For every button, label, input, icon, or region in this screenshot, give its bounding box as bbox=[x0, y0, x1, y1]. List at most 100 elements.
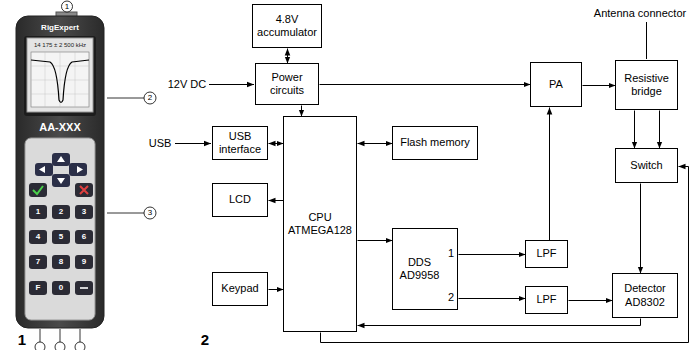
block-label: PA bbox=[549, 78, 563, 91]
connector-label: Antenna connector bbox=[594, 8, 686, 19]
keypad-panel bbox=[33, 186, 43, 194]
keypad-panel bbox=[25, 138, 95, 320]
block-label: Detector AD8302 bbox=[616, 282, 674, 308]
block-label: Flash memory bbox=[400, 136, 470, 149]
lcd-screen bbox=[27, 38, 93, 112]
keypad-panel bbox=[80, 186, 88, 194]
connector-arrow bbox=[634, 111, 635, 149]
key-label: 0 bbox=[59, 284, 63, 292]
keypad-panel bbox=[75, 205, 93, 219]
device-body bbox=[16, 12, 104, 328]
connector-arrow bbox=[640, 184, 641, 274]
keypad-panel bbox=[75, 183, 93, 197]
key-label: 5 bbox=[59, 233, 63, 241]
port-number: 1 bbox=[448, 247, 454, 260]
filter-box: LPF bbox=[525, 240, 568, 268]
connector-arrow bbox=[269, 200, 284, 201]
connector-arrow bbox=[301, 106, 302, 117]
lcd-screen bbox=[31, 60, 89, 103]
callout-marks bbox=[144, 92, 156, 104]
dds-box: DDS AD9958 1 2 bbox=[392, 228, 458, 310]
connector-arrow bbox=[358, 240, 393, 241]
display-box: LCD bbox=[212, 183, 268, 217]
keypad-panel bbox=[52, 255, 70, 269]
connector-arrow bbox=[320, 84, 531, 85]
connector-arrow bbox=[358, 143, 393, 144]
callout-number: 2 bbox=[148, 94, 152, 102]
battery-box: 4.8V accumulator bbox=[252, 4, 322, 48]
block-label: Power circuits bbox=[259, 71, 315, 97]
connector-arrow bbox=[569, 300, 613, 301]
keypad-panel bbox=[29, 255, 47, 269]
callout-marks bbox=[40, 329, 80, 342]
switch-box: Switch bbox=[615, 148, 678, 183]
connector-arrow bbox=[459, 298, 526, 299]
amplifier-box: PA bbox=[530, 62, 582, 107]
connector-arrow bbox=[583, 85, 616, 86]
keypad-panel bbox=[52, 230, 70, 244]
connector-arrow bbox=[549, 108, 550, 241]
keypad-panel bbox=[29, 183, 47, 197]
block-label: LPF bbox=[536, 247, 556, 260]
keypad-panel bbox=[39, 156, 83, 184]
block-label: Keypad bbox=[221, 282, 258, 295]
block-label: 4.8V accumulator bbox=[256, 13, 318, 39]
lcd-screen bbox=[31, 52, 89, 107]
cpu-box: CPU ATMEGA128 bbox=[283, 116, 357, 332]
memory-box: Flash memory bbox=[392, 126, 478, 160]
keypad-panel bbox=[29, 230, 47, 244]
keypad-panel bbox=[52, 281, 70, 295]
key-label: 8 bbox=[59, 258, 63, 266]
keypad-panel bbox=[52, 205, 70, 219]
callout-marks bbox=[35, 1, 156, 350]
connector-arrow bbox=[287, 49, 288, 64]
keypad-panel bbox=[25, 138, 95, 320]
input-arrows bbox=[646, 22, 647, 59]
block-label: LCD bbox=[229, 193, 251, 206]
connector-arrow bbox=[659, 111, 660, 149]
callout-marks bbox=[62, 1, 73, 12]
callout-marks bbox=[75, 342, 85, 350]
keypad-panel bbox=[29, 205, 47, 219]
keypad-box: Keypad bbox=[212, 272, 268, 306]
block-label: LPF bbox=[536, 293, 556, 306]
brand-label: RigExpert bbox=[41, 24, 79, 32]
lcd-screen bbox=[31, 52, 89, 107]
filter-box: LPF bbox=[525, 286, 568, 314]
keypad-panel bbox=[75, 281, 93, 295]
block-label: Switch bbox=[630, 159, 662, 172]
port-number: 2 bbox=[448, 291, 454, 304]
callout-number: 3 bbox=[148, 209, 152, 217]
connector-arrow bbox=[269, 143, 284, 144]
block-label: DDS AD9958 bbox=[396, 256, 443, 282]
connector-arrow bbox=[358, 319, 641, 326]
bridge-box: Resistive bridge bbox=[615, 60, 678, 110]
block-label: USB interface bbox=[216, 130, 264, 156]
power-box: Power circuits bbox=[255, 63, 319, 105]
key-label: 3 bbox=[82, 208, 86, 216]
signal-label: USB bbox=[149, 138, 172, 149]
key-label: 2 bbox=[59, 208, 63, 216]
keypad-panel bbox=[80, 287, 88, 289]
callout-marks bbox=[107, 98, 144, 213]
callout-marks bbox=[55, 342, 65, 350]
keypad-panel bbox=[75, 255, 93, 269]
key-label: 7 bbox=[36, 258, 40, 266]
keypad-panel bbox=[75, 230, 93, 244]
key-label: F bbox=[36, 284, 41, 292]
device-body bbox=[24, 36, 96, 116]
signal-label: 12V DC bbox=[168, 79, 207, 90]
key-label: 1 bbox=[36, 208, 40, 216]
device-body bbox=[16, 16, 104, 328]
input-arrows bbox=[209, 84, 254, 85]
key-label: 4 bbox=[36, 233, 40, 241]
figure-number: 1 bbox=[18, 332, 26, 347]
block-label: Resistive bridge bbox=[619, 72, 674, 98]
input-arrows bbox=[175, 143, 211, 144]
screen-readout: 14 175 ± 2 500 kHz bbox=[34, 42, 86, 48]
connector-arrow bbox=[459, 254, 526, 255]
key-label: 9 bbox=[82, 258, 86, 266]
connector-arrow bbox=[321, 167, 689, 343]
connector-arrow bbox=[269, 289, 284, 290]
